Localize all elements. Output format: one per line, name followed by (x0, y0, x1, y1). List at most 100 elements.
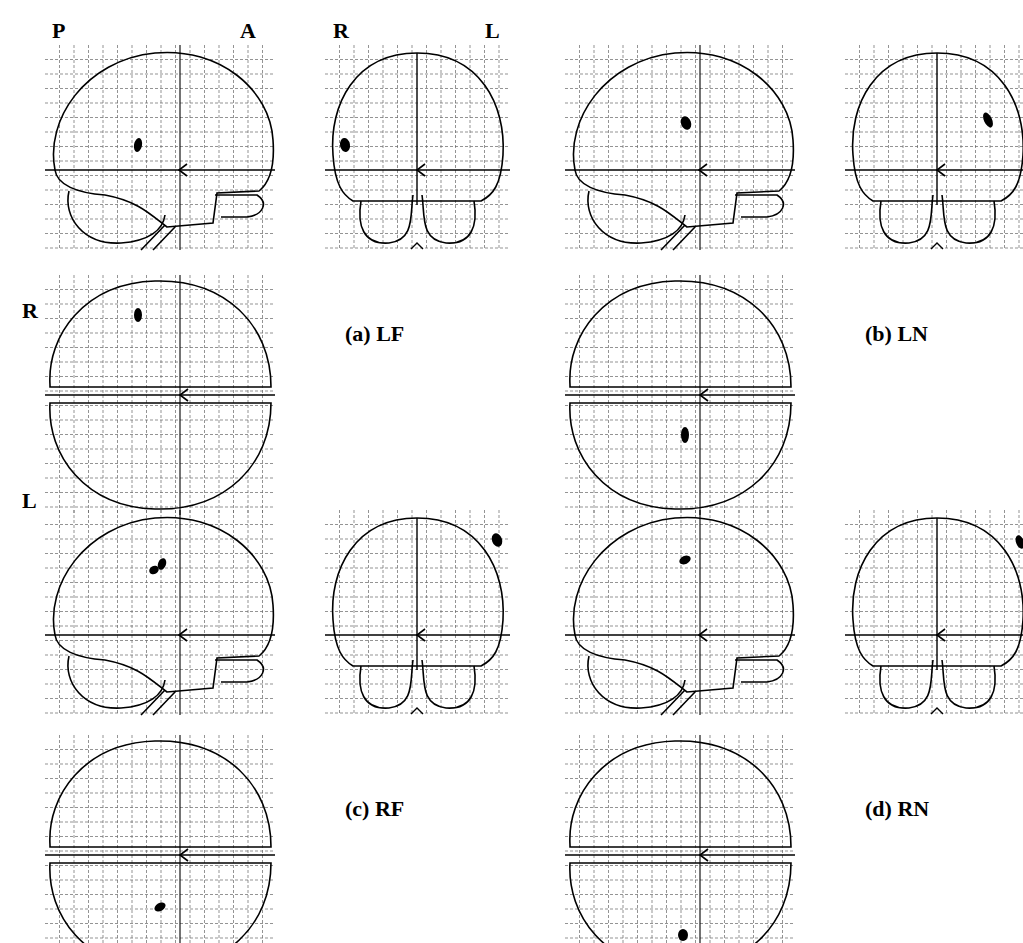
grid-line (565, 626, 795, 627)
vac-line (179, 510, 180, 715)
brain-outline (422, 195, 475, 243)
brainstem-mark (411, 708, 423, 714)
activation-blob (678, 554, 692, 566)
grid-line (484, 510, 485, 715)
grid-line (45, 362, 275, 363)
grid-line (608, 45, 609, 250)
brain-outline (50, 281, 271, 387)
origin-arrow (179, 164, 187, 176)
grid-line (248, 735, 249, 943)
vac-line (699, 510, 700, 715)
sagittal-view (565, 510, 795, 715)
coronal-view (845, 510, 1023, 715)
grid-line (325, 233, 510, 234)
transverse-view (565, 275, 795, 515)
grid-line (565, 161, 795, 162)
brain-outline (68, 656, 165, 708)
grid-line (45, 793, 275, 794)
view-direction: R (333, 20, 349, 42)
grid-line (45, 233, 275, 234)
origin-arrow (937, 629, 945, 641)
origin-arrow (180, 849, 188, 861)
vac-line (179, 45, 180, 250)
activation-blob (490, 532, 504, 549)
grid-line (204, 510, 205, 715)
origin-arrow (937, 164, 945, 176)
origin-arrow (700, 389, 708, 401)
activation-blob (156, 557, 168, 571)
grid-line (710, 735, 711, 943)
grid-line (45, 146, 275, 147)
brain-outline (333, 518, 504, 666)
grid-line (565, 146, 795, 147)
panel-label: (c) RF (345, 798, 404, 820)
grid-line (565, 74, 795, 75)
grid-line (339, 510, 340, 715)
grid-line (45, 539, 275, 540)
grid-line (608, 735, 609, 943)
grid-line (45, 524, 275, 525)
grid-line (219, 510, 220, 715)
grid-line (45, 434, 275, 435)
grid-line (146, 735, 147, 943)
grid-line (652, 735, 653, 943)
grid-line (45, 923, 275, 924)
vac-line (699, 735, 700, 943)
grid-line (845, 88, 1023, 89)
grid-line (45, 175, 275, 176)
grid-line (874, 45, 875, 250)
grid-line (782, 735, 783, 943)
grid-line (565, 175, 795, 176)
grid-line (845, 582, 1023, 583)
grid-line (45, 405, 275, 406)
grid-line (579, 45, 580, 250)
brainstem-mark (411, 243, 423, 249)
sagittal-view (45, 510, 275, 715)
grid-line (59, 510, 60, 715)
grid-line (565, 851, 795, 852)
grid-line (565, 391, 795, 392)
grid-line (888, 45, 889, 250)
grid-line (565, 684, 795, 685)
grid-line (45, 204, 275, 205)
ac-pc-line (565, 169, 795, 170)
grid-line (695, 735, 696, 943)
grid-line (565, 822, 795, 823)
grid-line (565, 640, 795, 641)
brain-outline (573, 52, 793, 227)
grid-line (888, 510, 889, 715)
grid-line (204, 735, 205, 943)
view-direction: P (52, 20, 65, 42)
grid-line (565, 836, 795, 837)
midline (936, 518, 937, 670)
brain-outline (360, 195, 413, 243)
grid-line (845, 190, 1023, 191)
grid-line (45, 347, 275, 348)
grid-line (45, 698, 275, 699)
brain-outline (333, 53, 504, 201)
grid-line (325, 698, 510, 699)
grid-line (845, 219, 1023, 220)
grid-line (565, 103, 795, 104)
activation-blob (679, 115, 693, 132)
vac-line (179, 735, 180, 943)
origin-arrow (699, 629, 707, 641)
grid-line (565, 909, 795, 910)
brain-outline (50, 741, 271, 847)
grid-line (565, 318, 795, 319)
grid-line (565, 434, 795, 435)
grid-line (262, 735, 263, 943)
origin-arrow (700, 849, 708, 861)
grid-line (45, 611, 275, 612)
grid-line (845, 713, 1023, 714)
panel-label: (a) LF (345, 323, 404, 345)
view-direction: R (22, 300, 38, 322)
grid-line (339, 45, 340, 250)
brain-outline (141, 690, 175, 715)
ac-pc-line (845, 634, 1023, 635)
grid-line (845, 655, 1023, 656)
grid-line (354, 510, 355, 715)
grid-line (845, 597, 1023, 598)
grid-line (845, 204, 1023, 205)
grid-line (565, 669, 795, 670)
